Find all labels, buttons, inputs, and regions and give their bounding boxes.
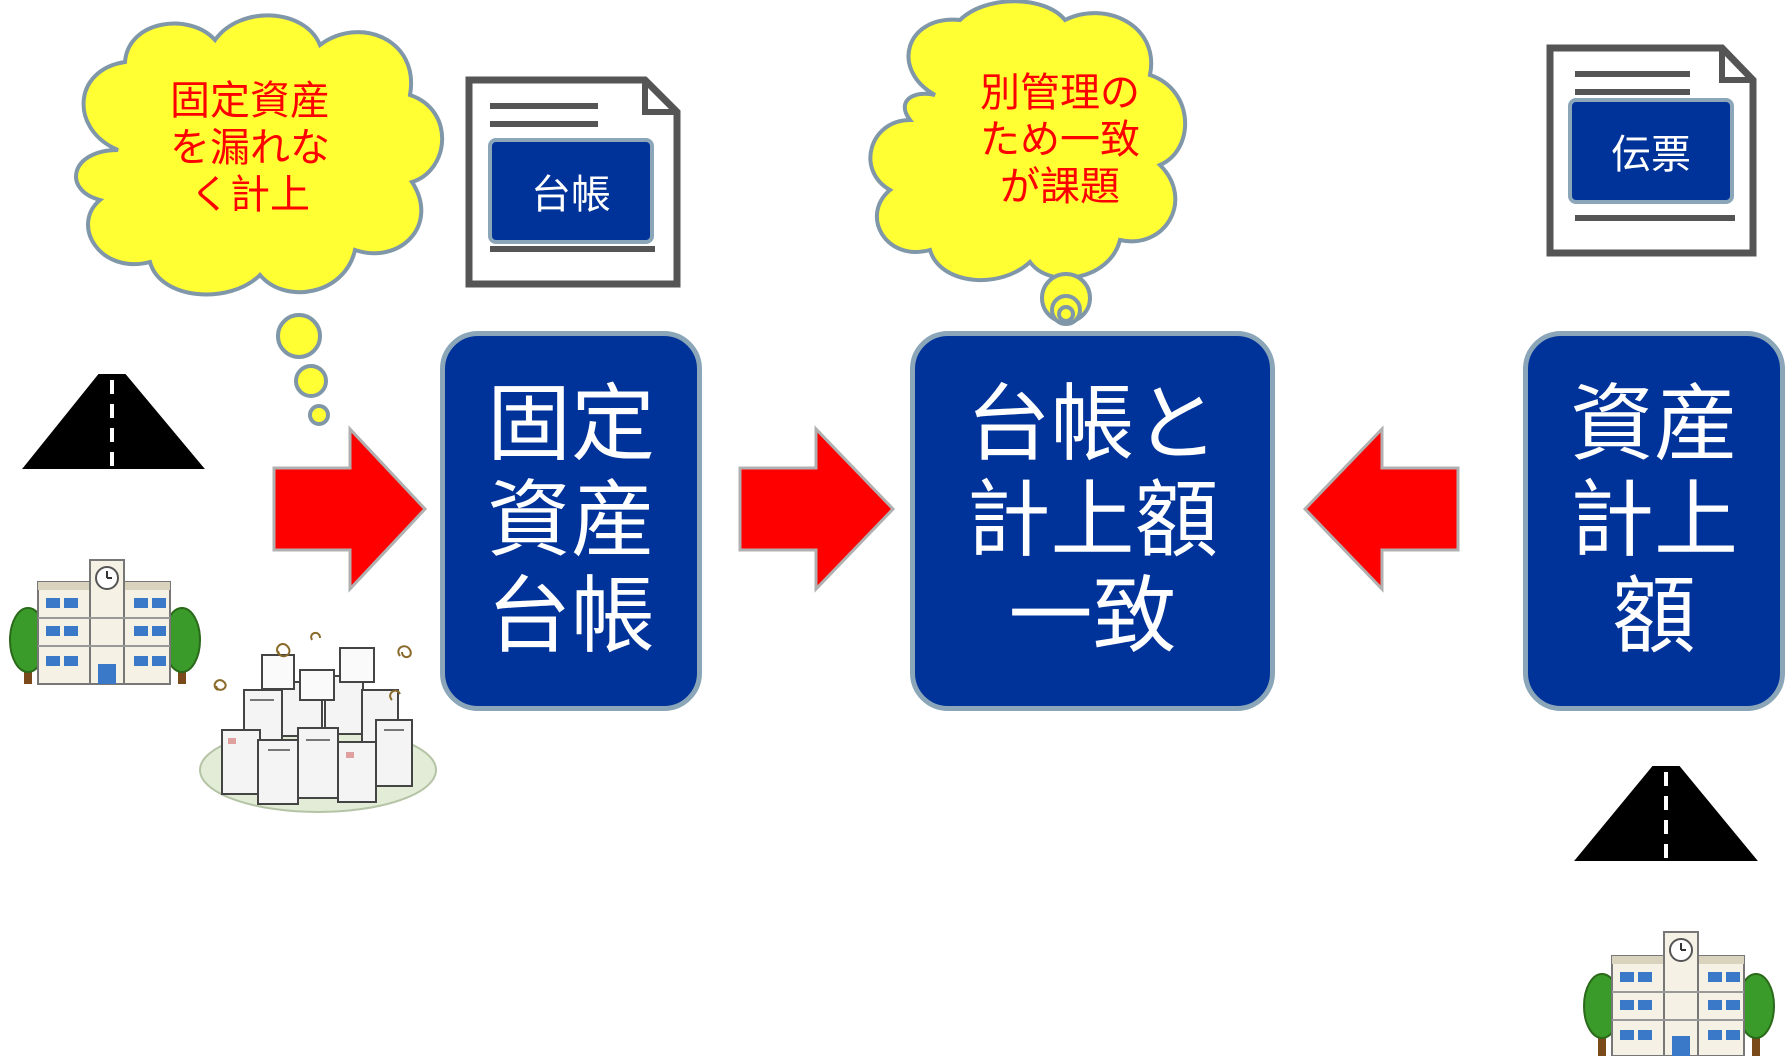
match-box-line-2: 計上額 <box>966 471 1219 570</box>
match-box-line-3: 一致 <box>1008 566 1177 665</box>
ledger-box-line-2: 資産 <box>486 471 655 570</box>
ledger-document-label: 台帳 <box>488 138 654 244</box>
cloud-center-line-1: 別管理の <box>980 70 1140 116</box>
recorded-box-line-1: 資産 <box>1569 375 1738 474</box>
recorded-box-line-2: 計上 <box>1569 471 1738 570</box>
cloud-left-line-1: 固定資産 <box>170 78 330 124</box>
asset-recorded-amount-box: 資産 計上 額 <box>1523 331 1785 711</box>
cloud-left-line-3: く計上 <box>190 172 310 219</box>
fixed-asset-ledger-box: 固定 資産 台帳 <box>440 331 702 711</box>
cloud-center-line-2: ため一致 <box>980 117 1140 164</box>
cloud-center-line-3: が課題 <box>1000 164 1120 211</box>
ledger-box-line-3: 台帳 <box>486 566 655 665</box>
cloud-left-line-2: を漏れな <box>170 125 330 172</box>
cloud-center-text: 別管理の ため一致 が課題 <box>945 70 1175 212</box>
match-box-line-1: 台帳と <box>966 375 1219 474</box>
slip-document-label: 伝票 <box>1568 98 1734 204</box>
ledger-amount-match-box: 台帳と 計上額 一致 <box>910 331 1275 711</box>
ledger-box-line-1: 固定 <box>486 375 655 474</box>
cloud-left-text: 固定資産 を漏れな く計上 <box>140 78 360 220</box>
recorded-box-line-3: 額 <box>1611 566 1696 665</box>
